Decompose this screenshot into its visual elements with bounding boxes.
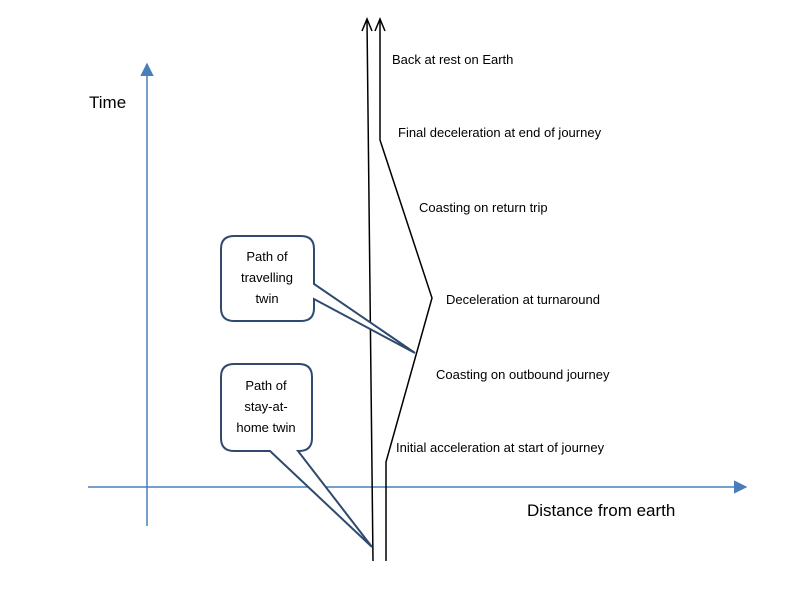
stay-at-home-path: [366, 20, 374, 562]
stay-at-home-arrowhead: [361, 17, 373, 32]
callout-stay-at-home-twin: Path of stay-at- home twin: [220, 363, 373, 548]
distance-axis-label: Distance from earth: [527, 501, 675, 520]
callout-stay-line-3: home twin: [236, 420, 295, 435]
callout-stay-line-1: Path of: [245, 378, 287, 393]
callout-travelling-line-1: Path of: [246, 249, 288, 264]
annotation-coasting-return: Coasting on return trip: [419, 200, 548, 215]
callout-travelling-line-3: twin: [255, 291, 278, 306]
annotation-deceleration-turnaround: Deceleration at turnaround: [446, 292, 600, 307]
callout-stay-line-2: stay-at-: [244, 399, 287, 414]
travelling-twin-path: [379, 21, 433, 561]
time-axis-label: Time: [89, 93, 126, 112]
annotation-back-at-rest: Back at rest on Earth: [392, 52, 513, 67]
travelling-twin-arrowhead: [374, 17, 386, 32]
annotation-initial-acceleration: Initial acceleration at start of journey: [396, 440, 605, 455]
callout-travelling-line-2: travelling: [241, 270, 293, 285]
annotation-coasting-outbound: Coasting on outbound journey: [436, 367, 610, 382]
callout-travelling-twin: Path of travelling twin: [220, 235, 416, 354]
annotation-final-deceleration: Final deceleration at end of journey: [398, 125, 602, 140]
